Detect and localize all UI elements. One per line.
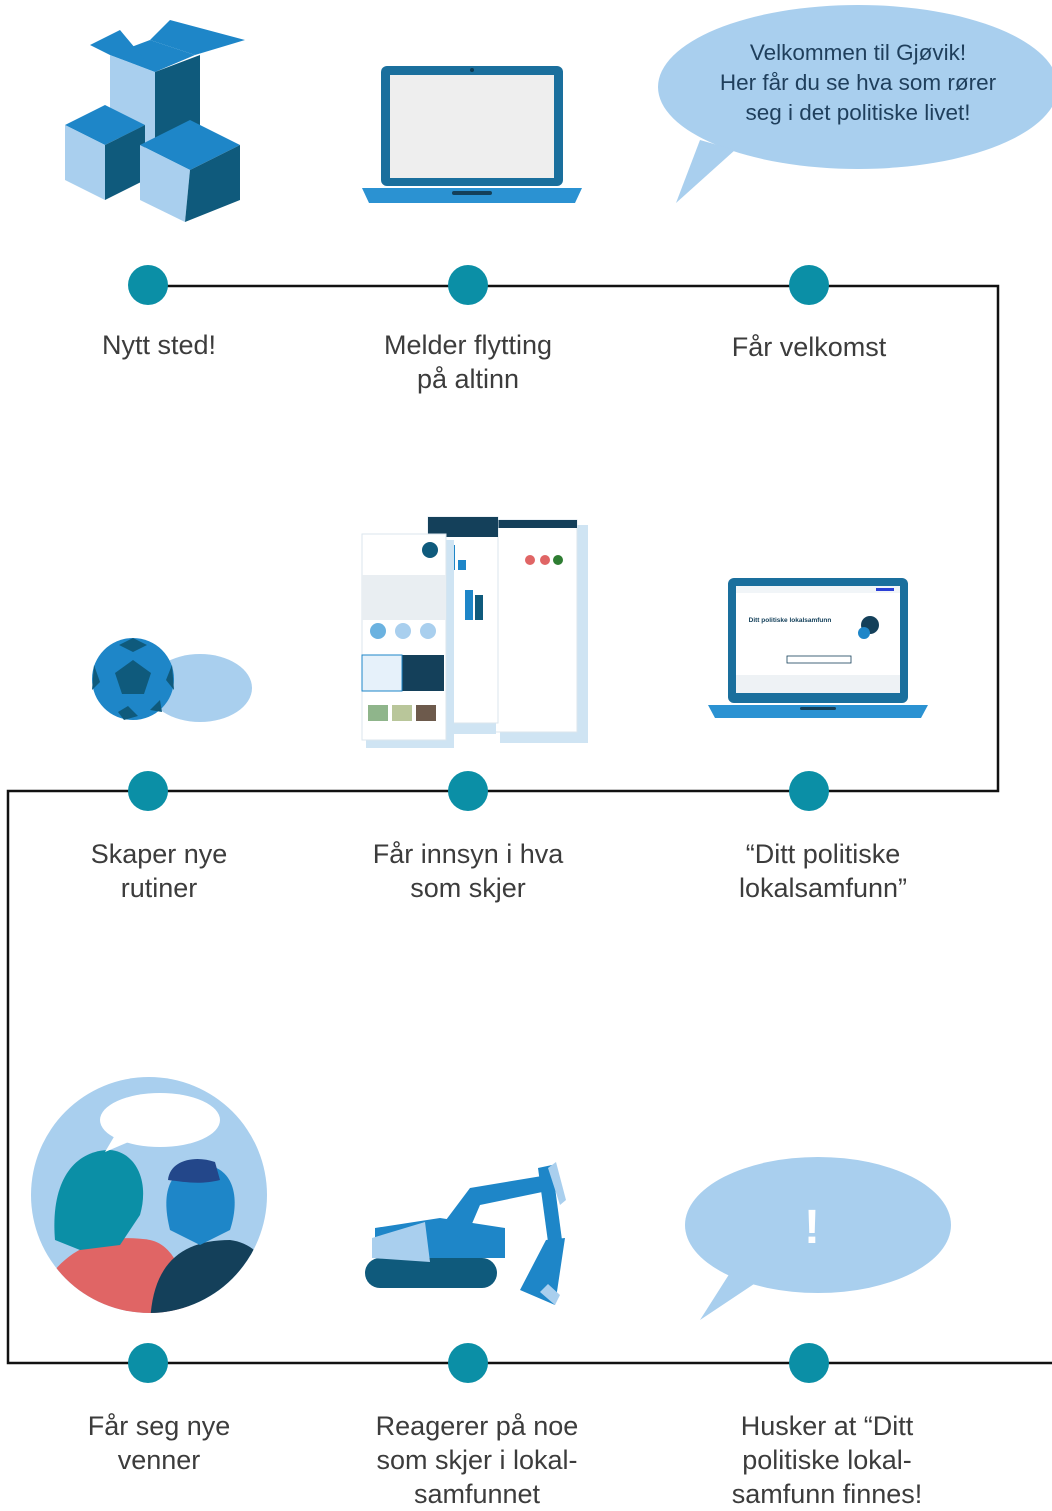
step-dot-9 — [789, 1343, 829, 1383]
speech-bubble-icon — [658, 5, 1052, 203]
screen-headline: Ditt politiske lokalsamfunn — [749, 617, 832, 624]
welcome-message: Velkommen til Gjøvik! Her får du se hva … — [719, 40, 997, 125]
excavator-icon — [365, 1162, 566, 1305]
step-label-4: Skaper nye rutiner — [90, 839, 228, 903]
step-label-6: “Ditt politiske lokalsamfunn” — [738, 839, 908, 903]
laptop-icon — [362, 66, 582, 203]
exclamation-bubble-icon: ! — [685, 1157, 951, 1320]
step-label-2: Melder flytting på altinn — [383, 330, 553, 394]
step-dot-6 — [789, 771, 829, 811]
step-label-8: Reagerer på noe som skjer i lokal- samfu… — [375, 1411, 579, 1509]
boxes-icon — [65, 20, 245, 222]
step-label-7: Får seg nye venner — [87, 1411, 231, 1475]
step-dot-4 — [128, 771, 168, 811]
step-label-1: Nytt sted! — [101, 330, 217, 360]
laptop-site-icon: Ditt politiske lokalsamfunn — [708, 578, 928, 718]
friends-icon — [31, 1077, 267, 1313]
football-icon — [92, 638, 252, 722]
exclamation-mark: ! — [804, 1201, 820, 1254]
step-dot-7 — [128, 1343, 168, 1383]
step-dot-5 — [448, 771, 488, 811]
journey-path — [6, 284, 1052, 1365]
step-dot-8 — [448, 1343, 488, 1383]
step-dot-2 — [448, 265, 488, 305]
step-dot-3 — [789, 265, 829, 305]
step-label-9: Husker at “Ditt politiske lokal- samfunn… — [731, 1411, 923, 1509]
step-label-5: Får innsyn i hva som skjer — [372, 839, 564, 903]
web-pages-icon — [361, 516, 588, 748]
step-label-3: Får velkomst — [731, 332, 887, 362]
step-dot-1 — [128, 265, 168, 305]
